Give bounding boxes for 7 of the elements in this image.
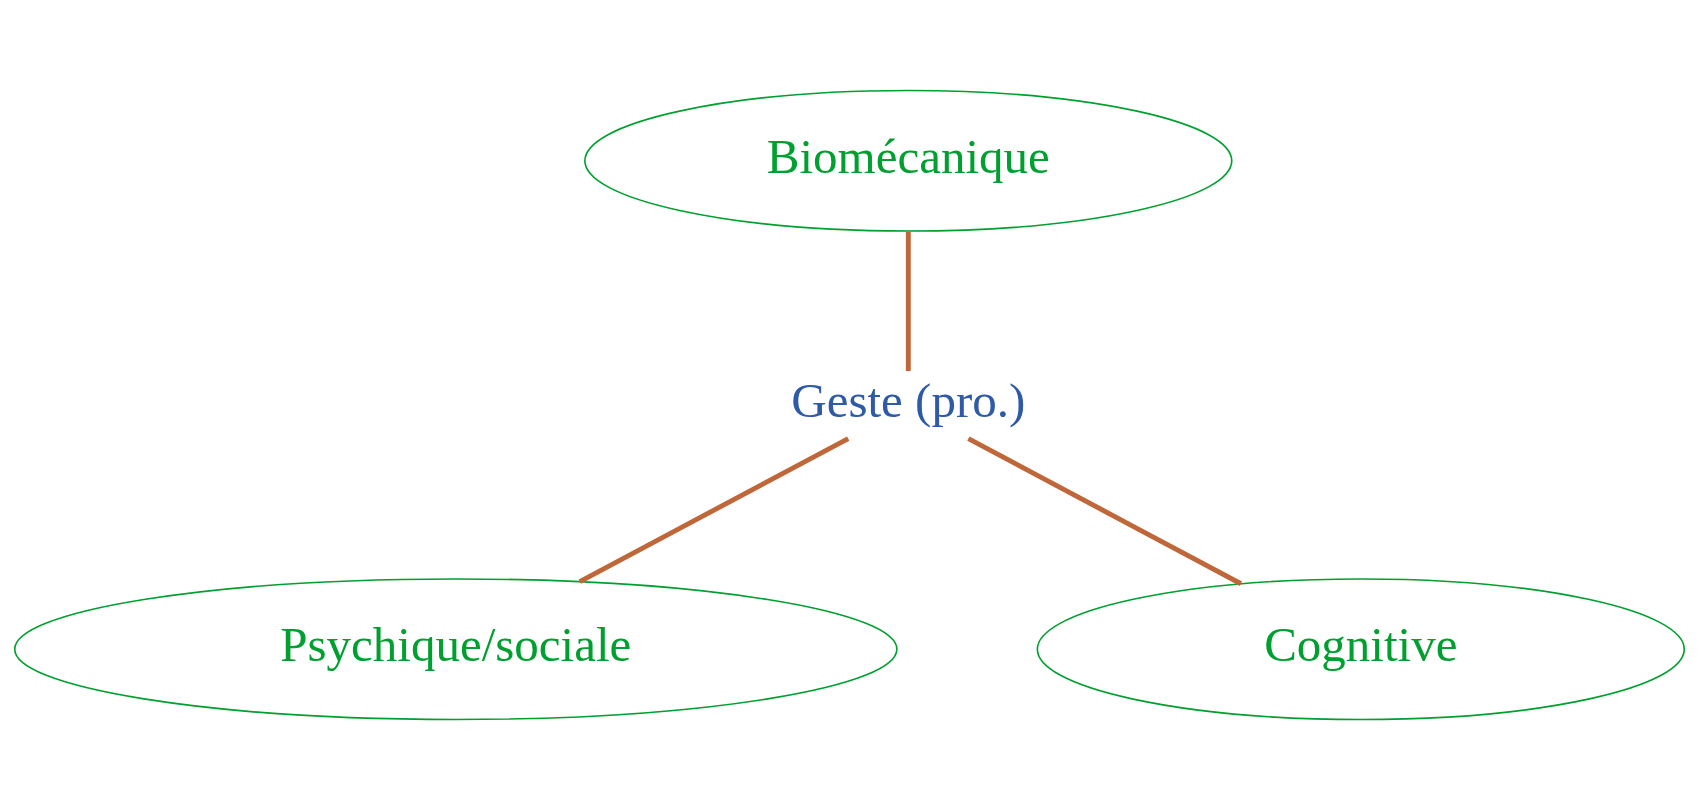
- connector: [905, 230, 911, 371]
- connector: [967, 435, 1243, 586]
- node-ellipse: Cognitive: [1036, 577, 1686, 720]
- node-ellipse: Biomécanique: [584, 89, 1233, 232]
- node-ellipse: Psychique/sociale: [13, 577, 898, 720]
- connector: [578, 435, 850, 584]
- node-text: Geste (pro.): [791, 372, 1026, 428]
